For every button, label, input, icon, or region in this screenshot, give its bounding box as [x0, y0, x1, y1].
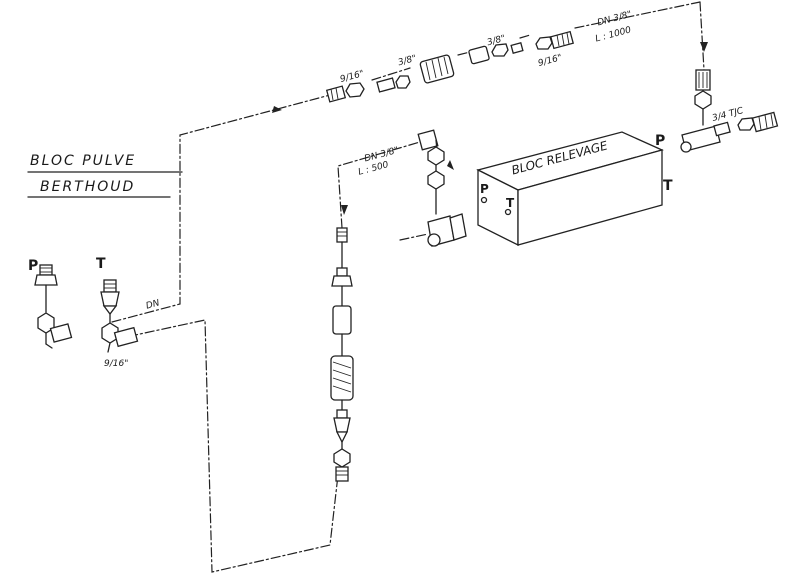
port-t-right: T: [663, 178, 673, 194]
right-fitting-group: [680, 69, 779, 153]
port-p-left: P: [28, 258, 39, 274]
middle-fitting-group: [417, 129, 467, 247]
pressure-line-upper: [111, 1, 701, 323]
top-fitting-chain: [325, 30, 575, 103]
arrow-icon: [272, 106, 282, 113]
left-t-fitting: [100, 279, 139, 353]
return-line-lower: [111, 319, 339, 573]
block-inlet-line: [399, 233, 429, 241]
left-p-fitting: [34, 264, 73, 349]
title-berthoud: BERTHOUD: [40, 179, 136, 195]
arrow-icon: [700, 42, 708, 52]
bloc-relevage-block: [476, 131, 664, 247]
port-t-block: T: [506, 196, 515, 210]
port-t-left: T: [96, 256, 106, 272]
top-right-drop: [699, 1, 705, 71]
arrow-icon: [447, 160, 454, 170]
port-p-right: P: [655, 133, 666, 149]
arrow-icon: [341, 205, 348, 215]
size-9-16-left: 9/16": [104, 359, 129, 369]
middle-line: [337, 141, 421, 229]
title-bloc-pulve: BLOC PULVE: [30, 153, 137, 169]
vertical-fitting-stack: [330, 227, 354, 482]
port-p-block: P: [480, 182, 489, 196]
